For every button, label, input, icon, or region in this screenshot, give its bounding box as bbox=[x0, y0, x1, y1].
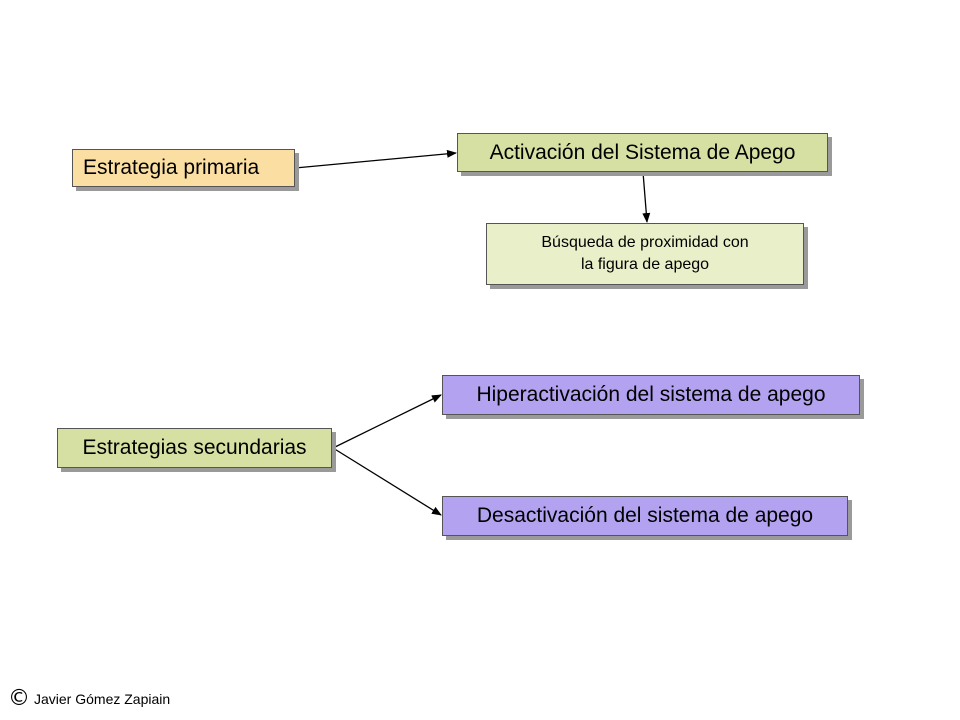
node-secondary-strategies-label: Estrategias secundarias bbox=[82, 436, 307, 459]
node-attachment-activation-label: Activación del Sistema de Apego bbox=[489, 140, 796, 164]
copyright-icon: © bbox=[8, 686, 30, 711]
edge-activation-to-search bbox=[642, 171, 651, 223]
node-primary-strategy: Estrategia primaria bbox=[72, 149, 295, 187]
node-deactivation-label: Desactivación del sistema de apego bbox=[476, 504, 814, 527]
node-primary-strategy-label: Estrategia primaria bbox=[83, 156, 260, 179]
edge-primary-to-activation bbox=[294, 149, 457, 169]
node-secondary-strategies: Estrategias secundarias bbox=[57, 428, 332, 468]
node-attachment-activation: Activación del Sistema de Apego bbox=[457, 133, 828, 172]
edge-secondary-to-deact bbox=[332, 447, 442, 516]
node-proximity-seeking-line2: la figura de apego bbox=[580, 256, 710, 273]
copyright-footer: © Javier Gómez Zapiain bbox=[8, 686, 170, 711]
node-proximity-seeking-line1: Búsqueda de proximidad con bbox=[541, 234, 749, 251]
edge-secondary-to-hyper bbox=[332, 394, 442, 449]
node-hyperactivation: Hiperactivación del sistema de apego bbox=[442, 375, 860, 415]
author-name: Javier Gómez Zapiain bbox=[34, 690, 171, 707]
node-proximity-seeking: Búsqueda de proximidad con la figura de … bbox=[486, 223, 804, 285]
node-deactivation: Desactivación del sistema de apego bbox=[442, 496, 848, 536]
node-hyperactivation-label: Hiperactivación del sistema de apego bbox=[476, 383, 826, 406]
